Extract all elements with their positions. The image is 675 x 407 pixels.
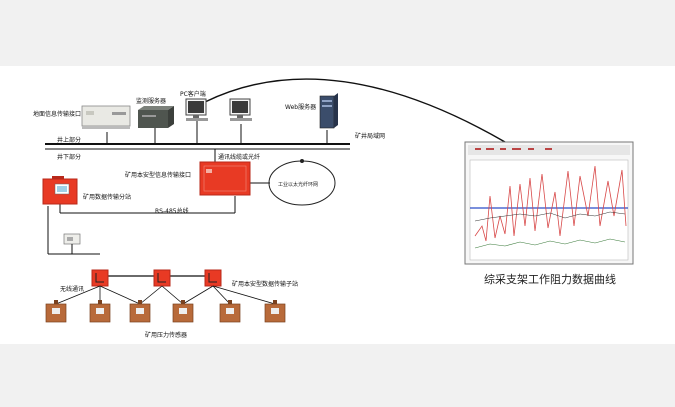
wireless-comm-label: 无线通讯 xyxy=(60,285,84,293)
info-interface-device xyxy=(199,161,251,196)
line-chart-screenshot-icon xyxy=(464,141,634,265)
diagram-panel: 地面信息传输接口 监测服务器 PC客户端 xyxy=(0,66,675,344)
substation-label: 矿用数据传输分站 xyxy=(83,193,131,201)
web-server-icon xyxy=(319,93,338,129)
ethernet-ring-label: 工业以太光纤环网 xyxy=(278,181,318,188)
ring-node xyxy=(300,159,304,163)
red-node-icon xyxy=(91,269,109,287)
connection-arc xyxy=(204,78,506,143)
rs485-label: RS-485总线 xyxy=(155,207,189,215)
red-node-icon-2 xyxy=(153,269,171,287)
pressure-sensor-icon-6 xyxy=(264,300,286,323)
chart-toolbar-marks xyxy=(475,148,552,150)
monitor-icon-2 xyxy=(229,98,252,121)
pressure-sensor-icon-2 xyxy=(89,300,111,323)
pressure-sensor-icon-4 xyxy=(172,300,194,323)
red-box-icon xyxy=(42,176,78,205)
underground-label: 井下部分 xyxy=(57,153,81,161)
surface-interface-label: 地面信息传输接口 xyxy=(33,110,81,118)
red-node-icon-3 xyxy=(204,269,222,287)
pressure-sensor-icon-5 xyxy=(219,300,241,323)
monitor-icon xyxy=(185,98,208,121)
terminal-label: 矿用本安型数据传输子站 xyxy=(232,280,298,288)
info-interface-label: 矿用本安型信息传输接口 xyxy=(125,171,191,179)
pressure-sensor-icon-3 xyxy=(129,300,151,323)
network-diagram: 地面信息传输接口 监测服务器 PC客户端 xyxy=(33,78,634,339)
mine-lan-label: 矿井局域网 xyxy=(355,132,385,140)
comm-cable-label: 通讯线缆或光纤 xyxy=(218,153,260,161)
rack-device-icon xyxy=(81,105,131,129)
curve-caption: 综采支架工作阻力数据曲线 xyxy=(484,272,616,286)
sensor-links xyxy=(55,285,276,305)
server-icon xyxy=(138,106,174,128)
pressure-sensor-label: 矿用压力传感器 xyxy=(145,331,187,339)
pressure-sensor-icon xyxy=(45,300,67,323)
wireless-device-icon xyxy=(63,233,81,254)
above-ground-label: 井上部分 xyxy=(57,136,81,144)
pc-client-label: PC客户端 xyxy=(180,90,206,98)
monitor-server-label: 监测服务器 xyxy=(136,97,166,105)
web-server-label: Web服务器 xyxy=(285,103,316,111)
